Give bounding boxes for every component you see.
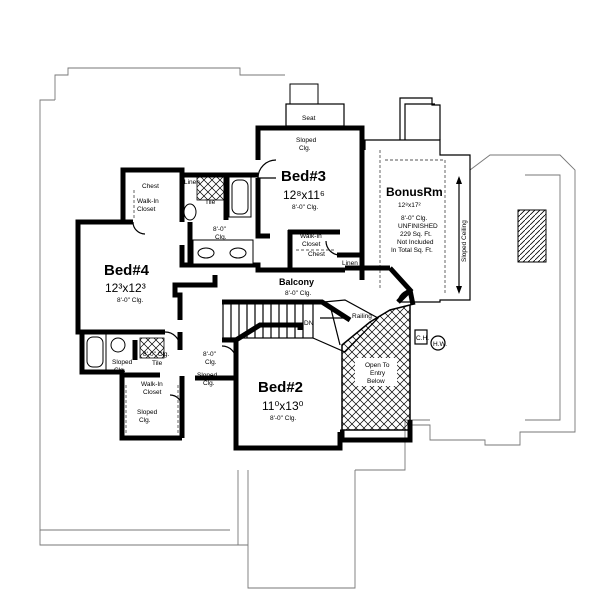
- open-to-entry-3: Below: [367, 378, 385, 385]
- sloped-clg-bath-2: Clg.: [114, 367, 126, 374]
- bed4-dims: 12³x12³: [105, 281, 146, 295]
- walkin-top-2: Closet: [137, 206, 156, 213]
- tile-top: Tile: [205, 199, 216, 206]
- hw-label: H.W.: [433, 341, 447, 348]
- walkin-bed3-1: Walk-In: [300, 233, 322, 240]
- bonus-note-2: UNFINISHED: [398, 223, 438, 230]
- clg-8-top-1: 8'-0": [213, 226, 227, 233]
- dn-label: DN: [304, 320, 314, 327]
- balcony-ceiling: 8'-0" Clg.: [285, 290, 312, 297]
- walls: [75, 125, 416, 451]
- clg-8-top-2: Clg.: [215, 234, 227, 241]
- bonus-name: BonusRm: [386, 185, 443, 199]
- bed4-name: Bed#4: [104, 262, 150, 279]
- bonus-note-5: In Total Sq. Ft.: [391, 247, 433, 254]
- bed2-name: Bed#2: [258, 379, 303, 396]
- open-to-entry-1: Open To: [365, 362, 390, 369]
- sloped-clg-bottom-2: Clg.: [139, 417, 151, 424]
- chest-top: Chest: [142, 183, 159, 190]
- clg-8-hall-1: 8'-0": [203, 351, 217, 358]
- walkin-top-1: Walk-In: [137, 198, 159, 205]
- ch-label: C.H.: [416, 335, 429, 342]
- linen-top: Linen: [184, 179, 200, 186]
- walkin-bottom-1: Walk-In: [141, 381, 163, 388]
- bonus-dormer: [399, 97, 441, 140]
- sloped-ceiling-arrow: [456, 176, 462, 294]
- bed2-dims: 11⁰x13⁰: [262, 399, 304, 413]
- sloped-clg-bath-1: Sloped: [112, 359, 133, 366]
- bed3-ceiling: 8'-0" Clg.: [292, 204, 319, 211]
- bonus-room-outline: [364, 139, 471, 303]
- bed4-ceiling: 8'-0" Clg.: [117, 297, 144, 304]
- clg-8-bath: 8'-0" Clg.: [143, 351, 170, 358]
- labels: Bed#3 12⁸x11⁶ 8'-0" Clg. Sloped Clg. Wal…: [104, 137, 447, 424]
- bonus-dims: 12⁸x17²: [398, 202, 421, 209]
- seat-label: Seat: [302, 115, 316, 122]
- clg-8-hall-2: Clg.: [205, 359, 217, 366]
- sloped-clg-hall-1: Sloped: [197, 372, 218, 379]
- roof-outline: [39, 67, 576, 589]
- bed2-ceiling: 8'-0" Clg.: [270, 415, 297, 422]
- tile-bath: Tile: [152, 360, 163, 367]
- sloped-clg-top-1: Sloped: [296, 137, 317, 144]
- linen-bed3: Linen: [342, 260, 358, 267]
- bath-fixtures: [83, 175, 336, 435]
- bonus-note-1: 8'-0" Clg.: [401, 215, 428, 222]
- bed3-dims: 12⁸x11⁶: [283, 188, 325, 202]
- seat-bay: Seat: [285, 83, 345, 127]
- chest-bed3: Chest: [308, 251, 325, 258]
- sloped-clg-hall-2: Clg.: [203, 380, 215, 387]
- balcony-name: Balcony: [279, 277, 314, 287]
- walkin-bed3-2: Closet: [302, 241, 321, 248]
- bonus-note-4: Not Included: [397, 239, 434, 246]
- bonus-note-3: 229 Sq. Ft.: [400, 231, 432, 238]
- sloped-ceiling-label: Sloped Ceiling: [461, 220, 468, 262]
- walkin-bottom-2: Closet: [143, 389, 162, 396]
- sloped-clg-bottom-1: Sloped: [137, 409, 158, 416]
- open-to-entry-2: Entry: [370, 370, 386, 377]
- sloped-clg-top-2: Clg.: [299, 145, 311, 152]
- railing-label: Railing: [352, 313, 372, 320]
- bed3-name: Bed#3: [281, 168, 326, 185]
- chimney: [517, 209, 547, 263]
